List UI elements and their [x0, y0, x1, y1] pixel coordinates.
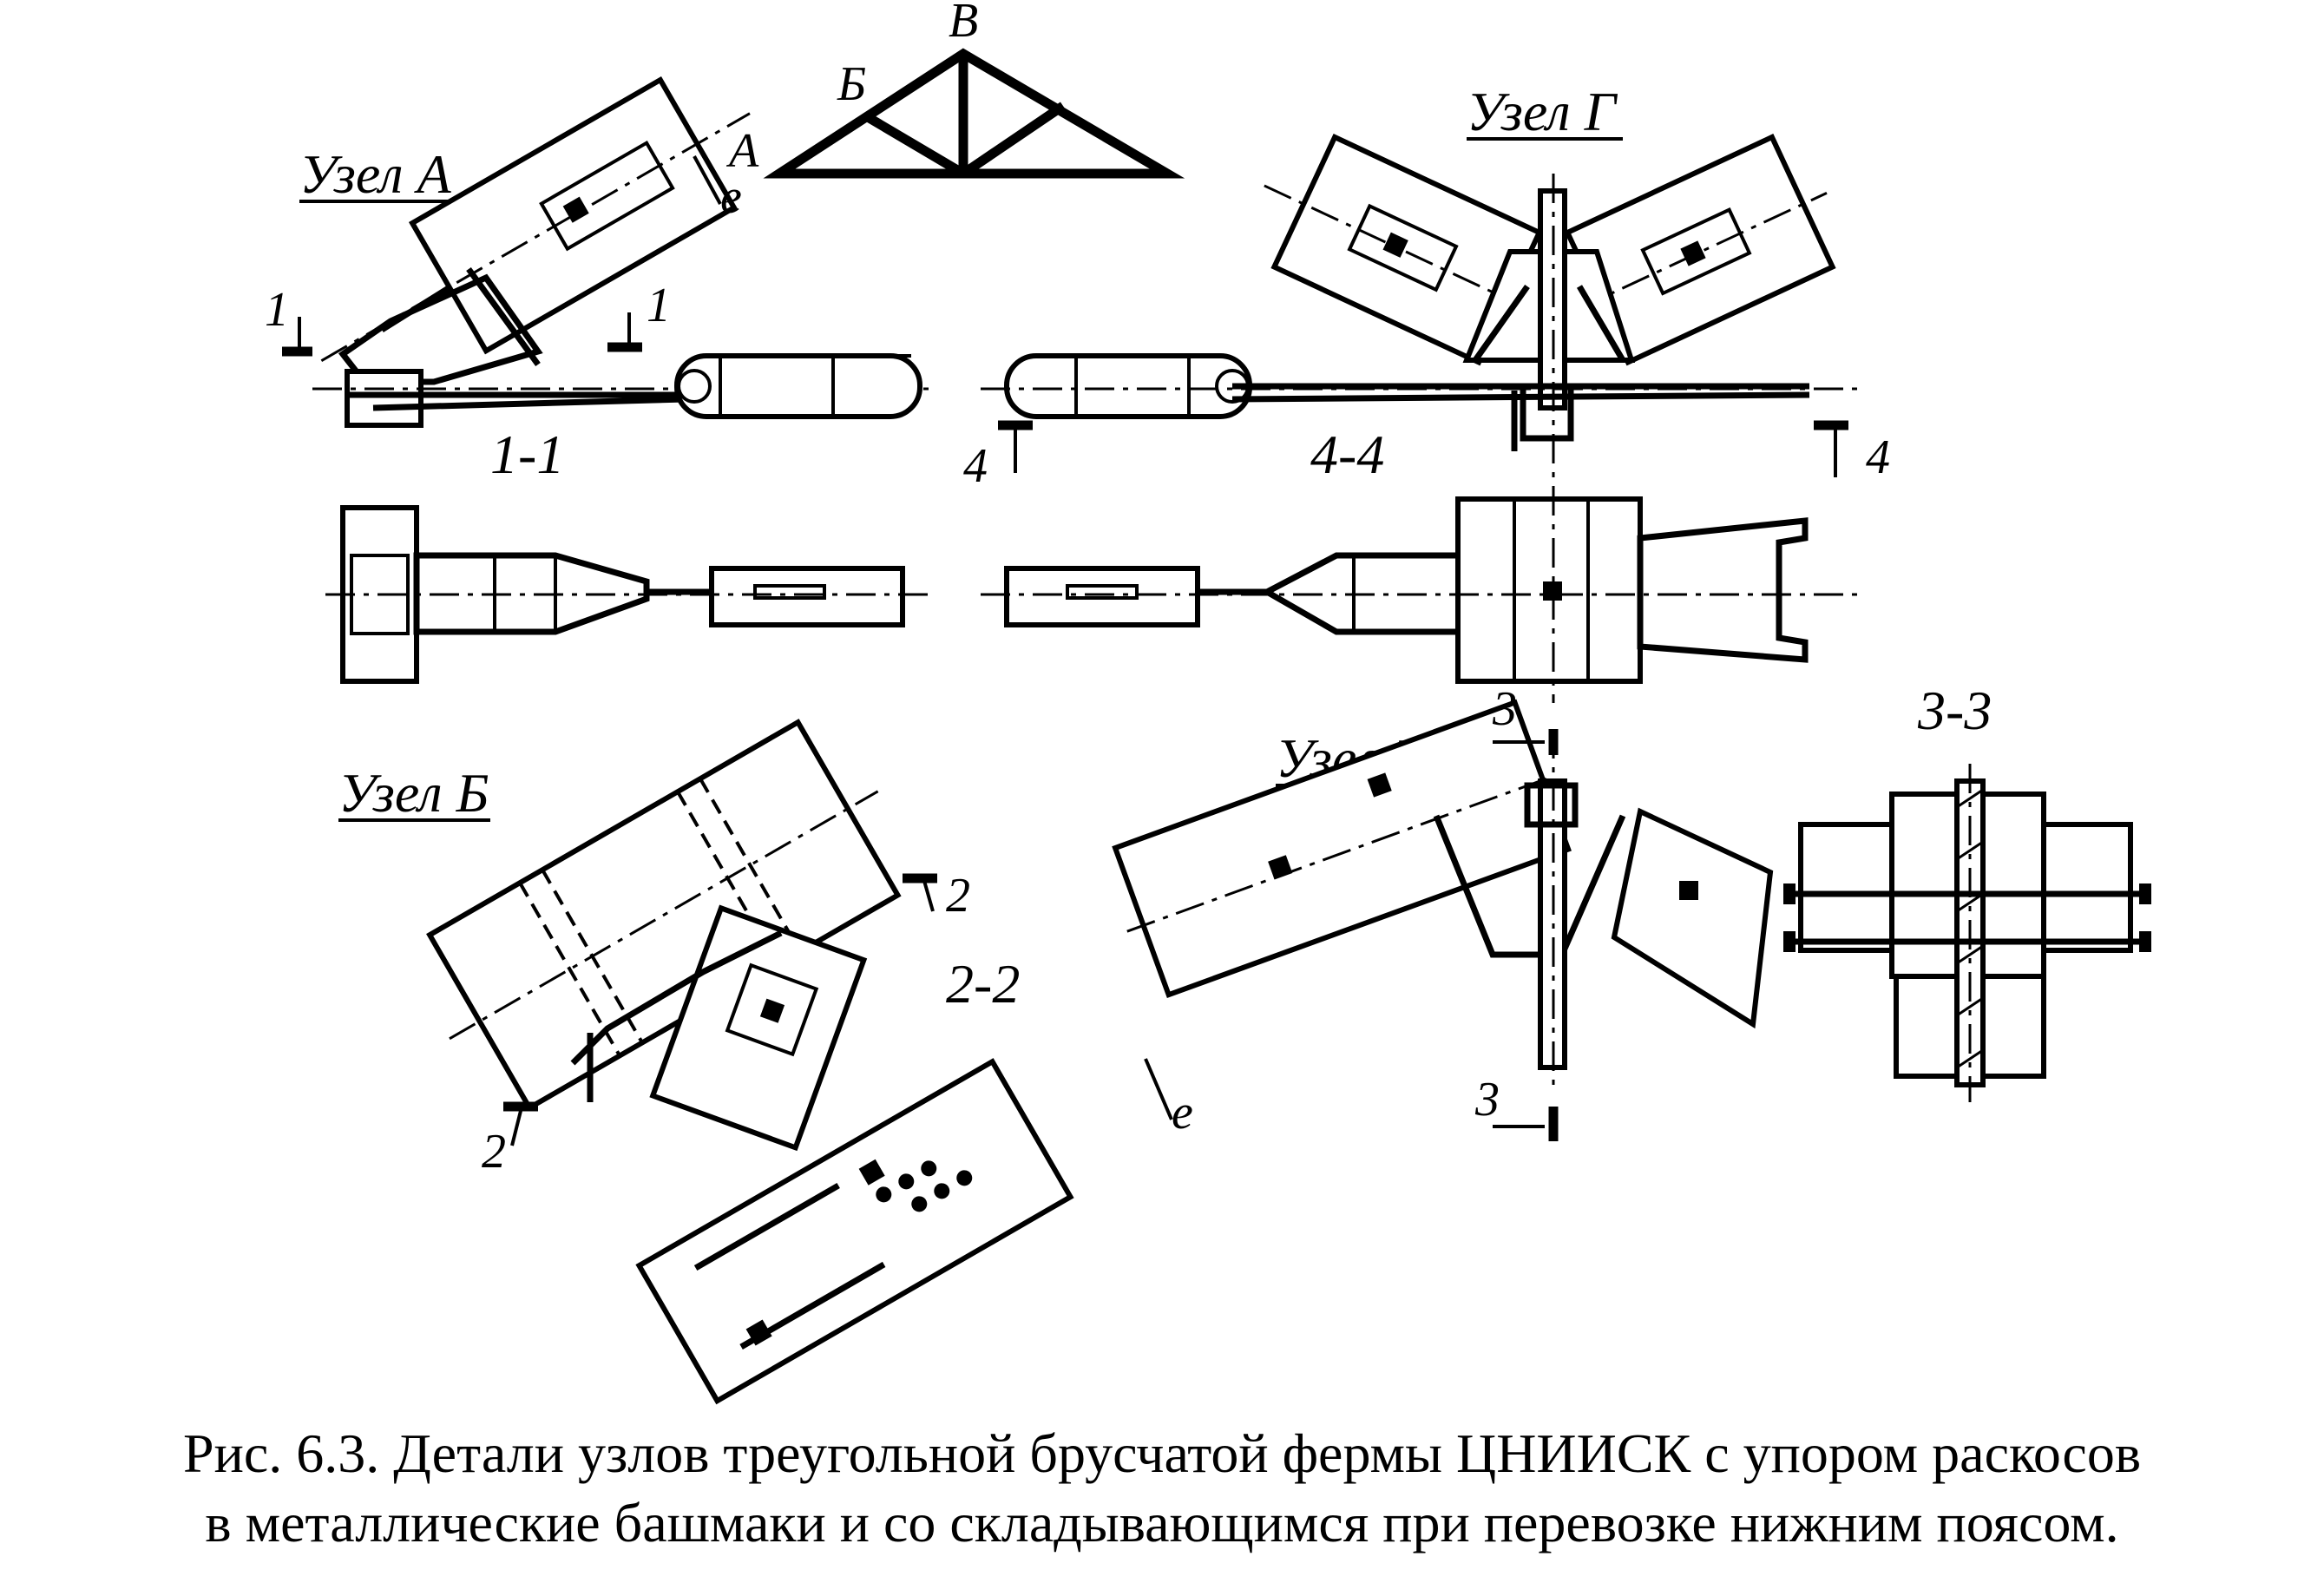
section-4-4: 4-4: [981, 424, 1866, 703]
node-g-detail: Узел Г 4: [963, 81, 1890, 493]
figure-caption: Рис. 6.3. Детали узлов треугольной брусч…: [0, 1419, 2324, 1558]
node-v-detail: Узел В 3 3 е: [1112, 682, 1774, 1141]
cut2-right-label: 2: [946, 869, 970, 923]
node-a-ecc: е: [720, 170, 742, 224]
cut4-left-label: 4: [963, 439, 988, 493]
section-2-2-label: 2-2: [946, 953, 1020, 1015]
cut1-right-label: 1: [647, 279, 671, 332]
section-1-1-label: 1-1: [490, 424, 564, 485]
scheme-label-a: А: [725, 124, 759, 178]
node-g-title: Узел Г: [1467, 81, 1618, 142]
node-a-detail: Узел А е 1 1: [265, 76, 929, 428]
section-1-1: 1-1: [325, 424, 929, 684]
caption-line-2: в металлические башмаки и со складывающи…: [205, 1492, 2119, 1553]
section-3-3: 3-3: [1783, 680, 2151, 1102]
node-b-detail: Узел Б 2 2: [338, 719, 970, 1179]
cut3-bottom-label: 3: [1474, 1073, 1500, 1126]
cut3-top-label: 3: [1492, 682, 1517, 736]
node-a-title: Узел А: [299, 143, 452, 205]
section-3-3-label: 3-3: [1917, 680, 1992, 741]
node-v-ecc: е: [1172, 1086, 1193, 1140]
cut2-left-label: 2: [482, 1125, 506, 1179]
scheme-label-v: В: [949, 0, 978, 48]
cut1-left-label: 1: [265, 283, 289, 337]
node-b-title: Узел Б: [338, 762, 489, 824]
section-2-2: 2-2: [635, 953, 1074, 1405]
section-4-4-label: 4-4: [1310, 424, 1384, 485]
truss-scheme: В Б А: [725, 0, 1185, 179]
caption-line-1: Рис. 6.3. Детали узлов треугольной брусч…: [182, 1422, 2142, 1484]
cut4-right-label: 4: [1866, 430, 1890, 484]
scheme-label-b: Б: [837, 57, 866, 111]
